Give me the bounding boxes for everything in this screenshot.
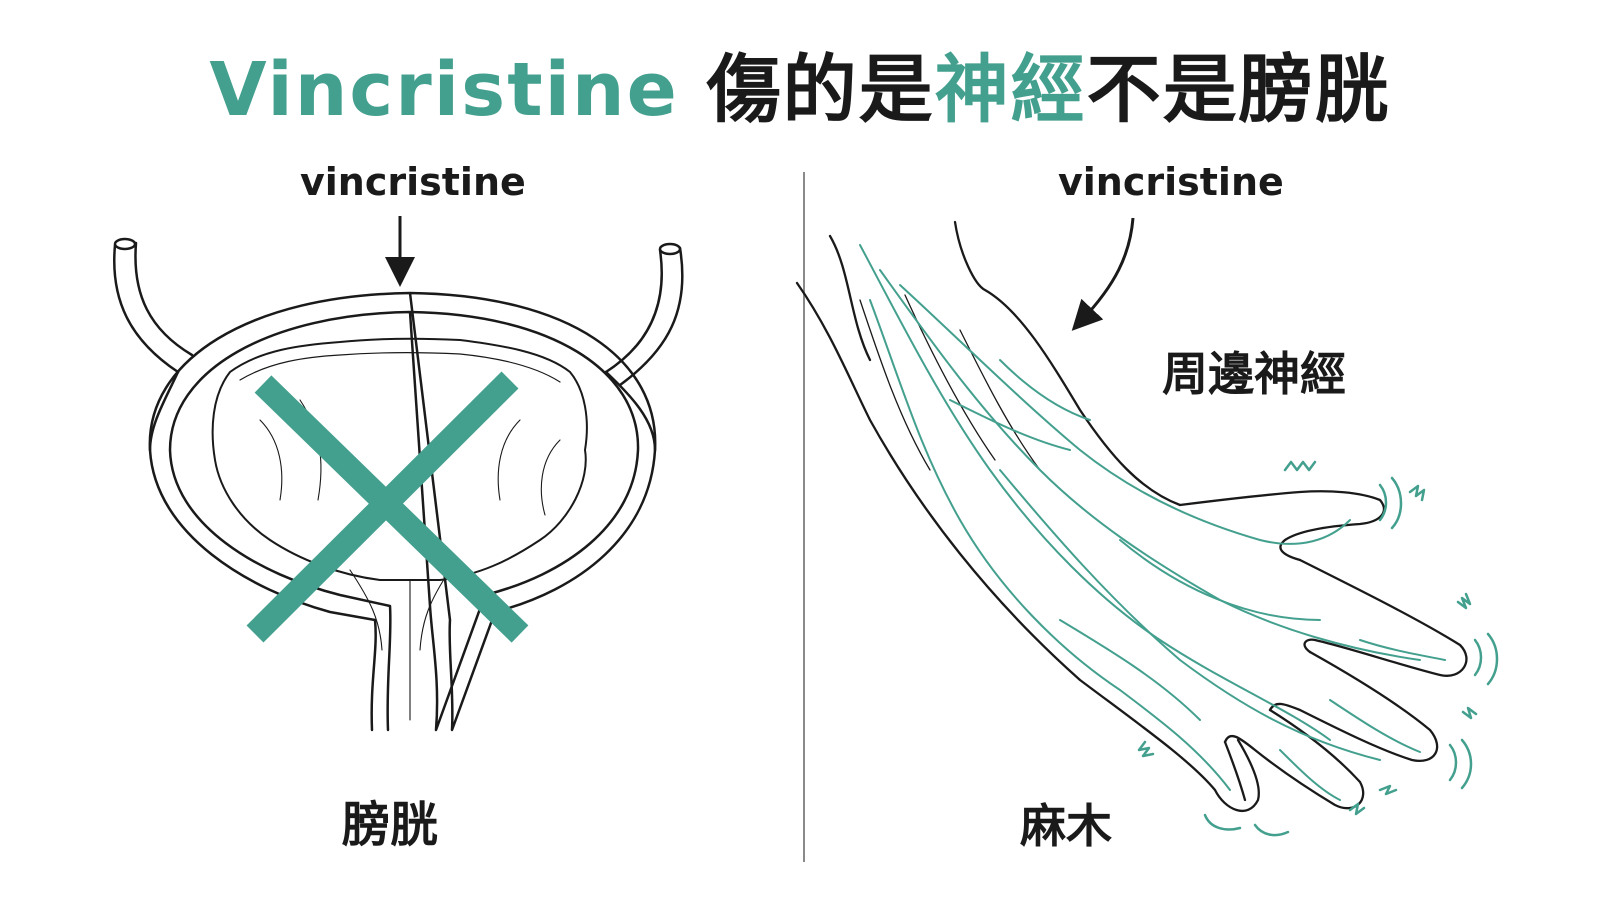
x-mark-icon <box>246 371 529 643</box>
numbness-label: 麻木 <box>1020 799 1112 853</box>
title-drug-name: Vincristine <box>209 47 679 133</box>
right-drug-label: vincristine <box>1058 160 1284 204</box>
right-arrow-icon <box>1071 217 1135 331</box>
page-title: Vincristine 傷的是神經不是膀胱 <box>0 30 1600 137</box>
tingling-zigzag-icon <box>1137 460 1499 837</box>
title-text-1: 傷的是 <box>678 47 935 133</box>
bladder-illustration <box>113 237 684 732</box>
title-highlight-nerve: 神經 <box>934 47 1087 133</box>
bladder-label: 膀胱 <box>342 797 439 853</box>
arm-hand-outline <box>795 220 1468 812</box>
title-text-2: 不是膀胱 <box>1086 47 1391 133</box>
left-drug-label: vincristine <box>300 160 526 204</box>
peripheral-nerve-label: 周邊神經 <box>1162 347 1346 401</box>
peripheral-nerves <box>859 244 1446 801</box>
panel-divider <box>803 172 805 862</box>
